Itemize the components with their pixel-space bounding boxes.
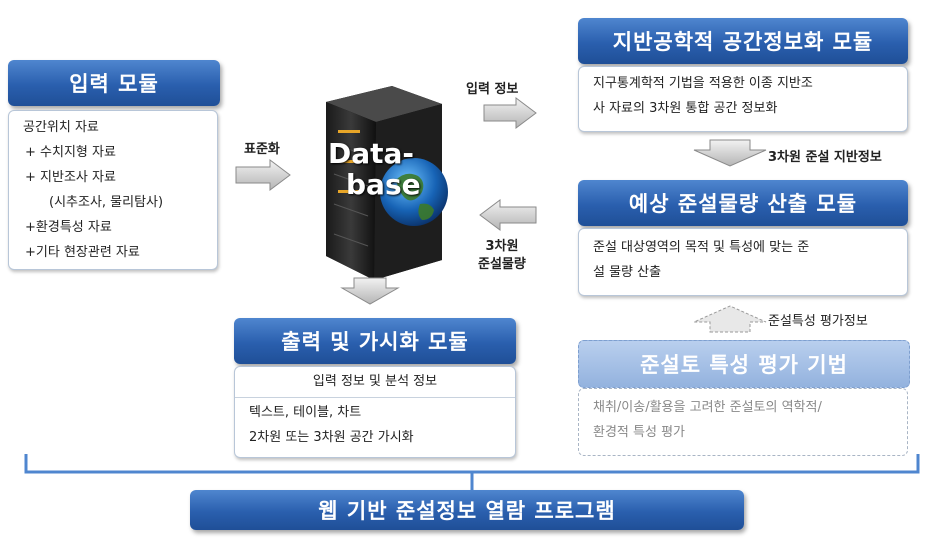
input-module-header: 입력 모듈: [8, 60, 220, 106]
geo-module-text-line1: 지구통계학적 기법을 적용한 이종 지반조: [593, 76, 813, 91]
output-module-subtitle: 입력 정보 및 분석 정보: [235, 367, 515, 398]
dredging-module-panel: 준설 대상영역의 목적 및 특성에 맞는 준 설 물량 산출: [578, 228, 908, 296]
output-module-items: 텍스트, 테이블, 차트 2차원 또는 3차원 공간 가시화: [235, 398, 515, 450]
input-item: + 지반조사 자료: [25, 170, 116, 185]
output-module-panel: 입력 정보 및 분석 정보 텍스트, 테이블, 차트 2차원 또는 3차원 공간…: [234, 366, 516, 458]
eval-method-text-line1: 채취/이송/활용을 고려한 준설토의 역학적/: [593, 400, 822, 415]
standardization-label: 표준화: [244, 142, 280, 157]
database-label-line1: Data-: [328, 137, 415, 170]
standardization-arrow: [235, 159, 291, 191]
geo-module-header: 지반공학적 공간정보화 모듈: [578, 18, 908, 64]
web-program-header: 웹 기반 준설정보 열람 프로그램: [190, 490, 744, 530]
volume-label: 3차원 준설물량: [478, 238, 526, 274]
volume-label-line2: 준설물량: [478, 257, 526, 272]
eval-info-arrow: [693, 305, 767, 333]
eval-info-label: 준설특성 평가정보: [768, 314, 868, 329]
eval-method-panel: 채취/이송/활용을 고려한 준설토의 역학적/ 환경적 특성 평가: [578, 388, 908, 456]
geo-module-panel: 지구통계학적 기법을 적용한 이종 지반조 사 자료의 3차원 통합 공간 정보…: [578, 66, 908, 132]
geo-info-arrow: [693, 139, 767, 167]
eval-method-text-line2: 환경적 특성 평가: [593, 425, 685, 440]
input-module-panel: 공간위치 자료 + 수치지형 자료 + 지반조사 자료 (시추조사, 물리탐사)…: [8, 110, 218, 270]
web-program-title: 웹 기반 준설정보 열람 프로그램: [318, 499, 616, 523]
dredging-module-text-line2: 설 물량 산출: [593, 265, 662, 280]
input-item: +환경특성 자료: [25, 220, 112, 235]
dredging-module-text-line1: 준설 대상영역의 목적 및 특성에 맞는 준: [593, 240, 810, 255]
input-item: +기타 현장관련 자료: [25, 245, 140, 260]
input-item: (시추조사, 물리탐사): [49, 195, 164, 210]
input-item: 공간위치 자료: [23, 120, 99, 135]
input-info-label: 입력 정보: [466, 82, 519, 97]
output-item: 2차원 또는 3차원 공간 가시화: [249, 430, 414, 445]
volume-arrow: [479, 199, 537, 231]
database-output-arrow: [340, 277, 400, 305]
output-item: 텍스트, 테이블, 차트: [249, 405, 362, 420]
geo-info-label: 3차원 준설 지반정보: [768, 150, 882, 165]
geo-module-text-line2: 사 자료의 3차원 통합 공간 정보화: [593, 101, 778, 116]
output-module-title: 출력 및 가시화 모듈: [281, 330, 469, 354]
input-info-arrow: [483, 97, 537, 129]
geo-module-title: 지반공학적 공간정보화 모듈: [612, 30, 874, 54]
dredging-module-header: 예상 준설물량 산출 모듈: [578, 180, 908, 226]
dredging-module-title: 예상 준설물량 산출 모듈: [628, 192, 858, 216]
eval-method-header: 준설토 특성 평가 기법: [578, 340, 910, 388]
volume-label-line1: 3차원: [485, 239, 519, 254]
input-module-title: 입력 모듈: [69, 72, 159, 96]
database-server-icon: [326, 86, 448, 280]
eval-method-title: 준설토 특성 평가 기법: [640, 353, 848, 377]
output-module-header: 출력 및 가시화 모듈: [234, 318, 516, 364]
database-label: Data- base: [328, 138, 421, 200]
database-label-line2: base: [346, 168, 421, 201]
input-item: + 수치지형 자료: [25, 145, 116, 160]
